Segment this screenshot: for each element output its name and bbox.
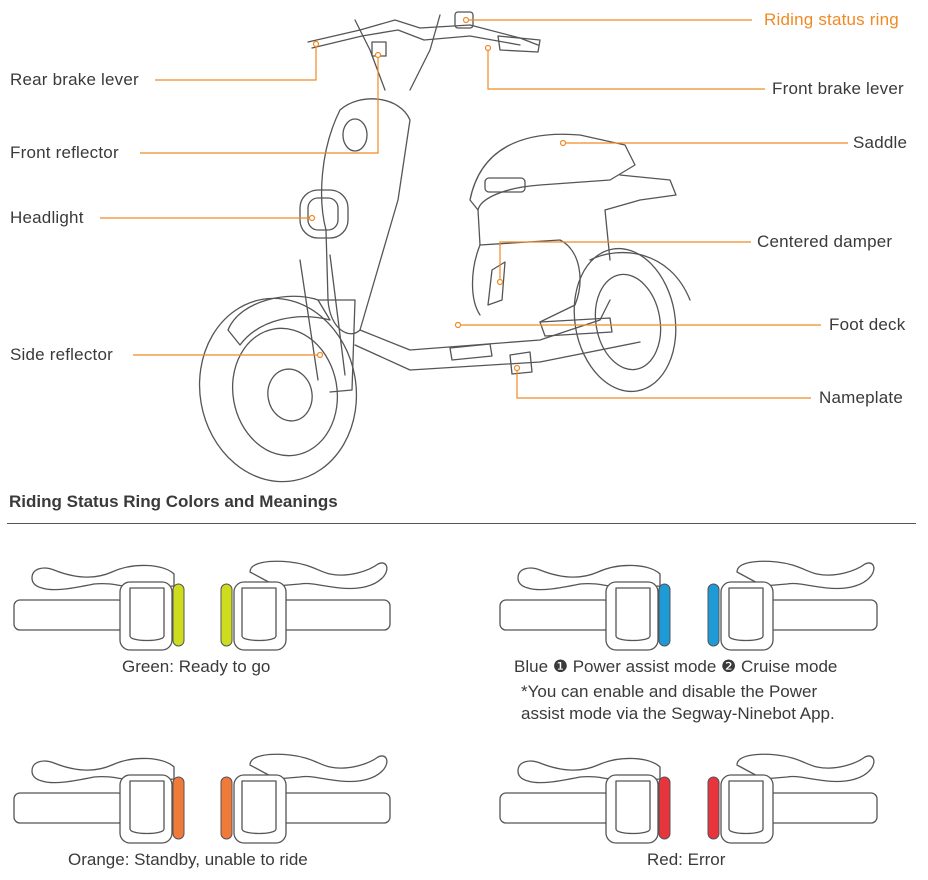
green-ring-left [172,583,185,647]
red-left-grip [499,757,661,844]
green-ring-right [220,583,233,647]
callout-side-reflector: Side reflector [10,345,113,364]
section-divider [7,523,916,524]
orange-left-grip [13,757,175,844]
callout-front-brake-lever: Front brake lever [772,79,904,98]
note-blue-line1: *You can enable and disable the Power [521,682,818,701]
red-right-grip [720,753,878,844]
callout-front-reflector: Front reflector [10,143,119,162]
callout-saddle: Saddle [853,133,908,152]
red-ring-right [707,776,720,840]
blue-ring-right [707,583,720,647]
blue-ring-left [658,583,671,647]
orange-ring-right [220,776,233,840]
blue-right-grip [720,560,878,651]
green-left-grip [13,564,175,651]
callout-nameplate: Nameplate [819,388,904,407]
caption-blue: Blue ❶ Power assist mode ❷ Cruise mode [514,657,838,676]
callout-riding-status-ring: Riding status ring [764,10,899,29]
section-title: Riding Status Ring Colors and Meanings [9,492,338,511]
callout-foot-deck: Foot deck [829,315,906,334]
callout-headlight: Headlight [10,208,84,227]
caption-orange: Orange: Standby, unable to ride [68,850,308,869]
callout-centered-damper: Centered damper [757,232,893,251]
blue-left-grip [499,564,661,651]
orange-right-grip [233,753,391,844]
orange-ring-left [172,776,185,840]
green-right-grip [233,560,391,651]
red-ring-left [658,776,671,840]
note-blue-line2: assist mode via the Segway-Ninebot App. [521,704,835,723]
callout-rear-brake-lever: Rear brake lever [10,70,139,89]
caption-green: Green: Ready to go [122,657,271,676]
caption-red: Red: Error [647,850,726,869]
